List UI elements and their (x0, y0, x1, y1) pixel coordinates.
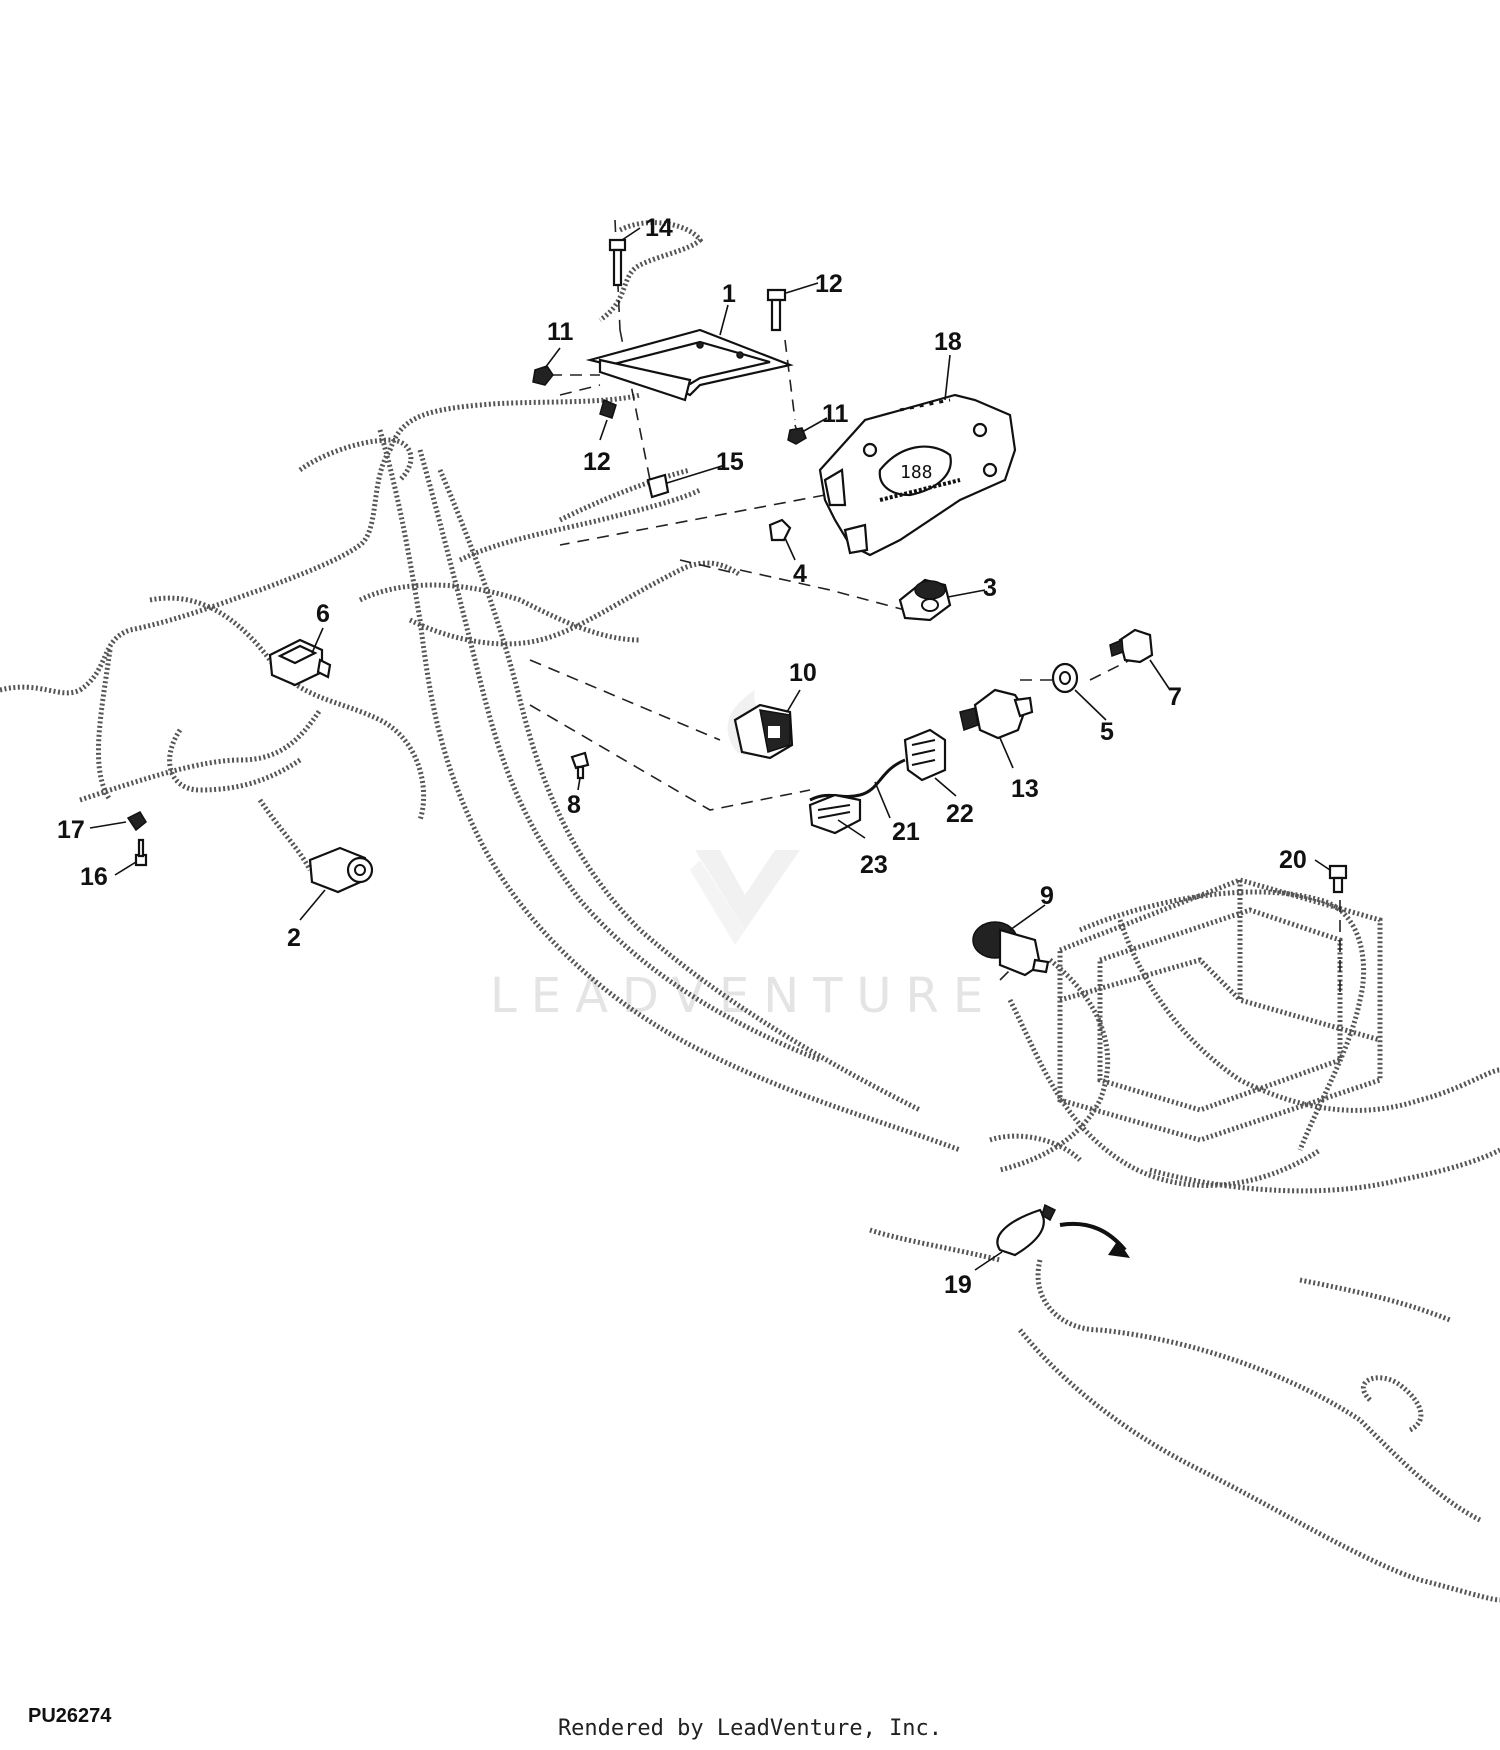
wiring-harness (0, 220, 1500, 1603)
direction-arrow (1059, 1221, 1130, 1258)
bolt-8 (570, 751, 590, 780)
svg-text:188: 188 (900, 462, 933, 483)
bolt-14 (608, 238, 627, 287)
clip-17 (126, 811, 147, 832)
bolt-20 (1328, 864, 1348, 894)
callout-22: 22 (946, 800, 974, 828)
callout-16: 16 (80, 863, 108, 891)
clip-15 (646, 473, 670, 499)
callout-15: 15 (716, 448, 744, 476)
callout-10: 10 (789, 659, 817, 687)
callout-3: 3 (983, 574, 997, 602)
callout-13: 13 (1011, 775, 1039, 803)
leader-dashes (529, 219, 1341, 1000)
bolt-12-top (766, 288, 787, 332)
callout-12-left: 12 (583, 448, 611, 476)
instrument-cluster-18: 188 (818, 393, 1017, 557)
washer-5 (1051, 662, 1079, 694)
plug-23 (808, 793, 862, 835)
power-socket-9 (972, 921, 1050, 977)
callout-23: 23 (860, 851, 888, 879)
switch-6 (268, 638, 332, 687)
ignition-switch-13 (959, 688, 1034, 740)
bolt-12-left (599, 398, 617, 419)
button-switch-2 (308, 846, 374, 894)
key-7 (1109, 628, 1154, 664)
nut-11-right (787, 427, 807, 445)
render-credit: Rendered by LeadVenture, Inc. (557, 1716, 943, 1741)
callout-8: 8 (567, 791, 581, 819)
callout-7: 7 (1168, 683, 1182, 711)
cable-strap-19 (996, 1203, 1057, 1257)
callout-20: 20 (1279, 846, 1307, 874)
bracket-part-1 (585, 328, 794, 402)
callout-1: 1 (722, 280, 736, 308)
callout-6: 6 (316, 600, 330, 628)
callout-11-right: 11 (822, 400, 849, 428)
callout-14: 14 (645, 214, 673, 242)
nut-4 (768, 518, 792, 542)
leader-lines (89, 227, 1331, 1271)
rocker-switch-10 (733, 703, 794, 760)
connector-22 (903, 728, 947, 782)
callout-21: 21 (892, 818, 920, 846)
callout-2: 2 (287, 924, 301, 952)
wire-21 (809, 758, 906, 802)
callout-18: 18 (934, 328, 962, 356)
callout-5: 5 (1100, 718, 1114, 746)
callout-4: 4 (793, 560, 807, 588)
callout-9: 9 (1040, 882, 1054, 910)
callout-17: 17 (57, 816, 85, 844)
screw-16 (134, 838, 148, 867)
nut-11-left (532, 365, 554, 386)
callout-11-left: 11 (547, 318, 574, 346)
figure-id: PU26274 (28, 1705, 112, 1727)
callout-19: 19 (944, 1271, 972, 1299)
callout-labels: 1 2 3 4 5 6 7 8 9 10 11 11 12 12 13 14 1… (57, 214, 1307, 1299)
watermark-text: LEADVENTURE (490, 968, 997, 1024)
callout-12-top: 12 (815, 270, 843, 298)
rotary-switch-3 (898, 578, 952, 622)
